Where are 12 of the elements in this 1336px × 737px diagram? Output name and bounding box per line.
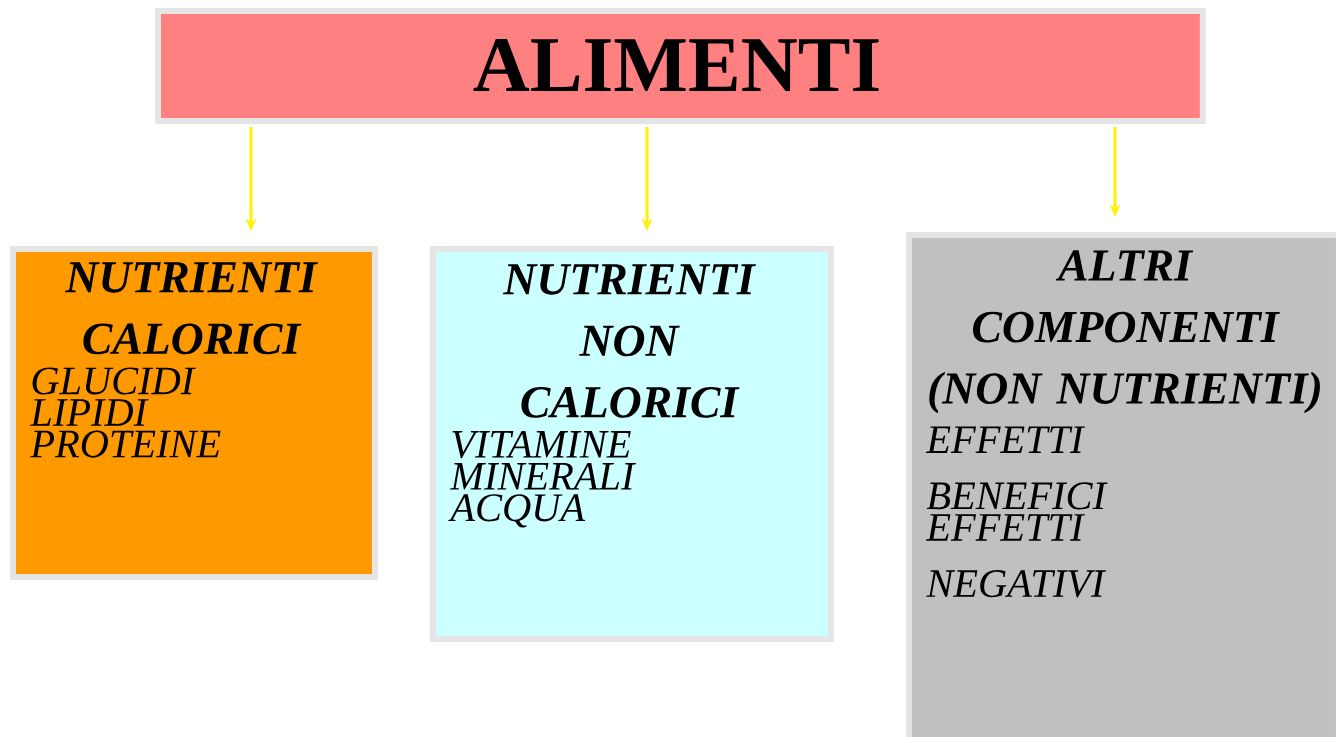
list-item: VITAMINE	[452, 430, 631, 459]
list-item: EFFETTI BENEFICI	[925, 426, 1108, 510]
title: ALIMENTI	[473, 38, 879, 92]
list-item: MINERALI	[449, 462, 636, 490]
list-item: GLUCIDI	[32, 367, 196, 395]
box-heading: NUTRIENTI NON CALORICI	[502, 264, 756, 418]
list-item: LIPIDI	[29, 399, 149, 426]
list-item: PROTEINE	[30, 430, 221, 458]
list-item: EFFETTI NEGATIVI	[925, 514, 1107, 598]
box-heading: NUTRIENTI CALORICI	[64, 262, 318, 355]
box-heading: ALTRI COMPONENTI (NON NUTRIENTI)	[929, 250, 1320, 414]
list-item: ACQUA	[448, 494, 586, 528]
